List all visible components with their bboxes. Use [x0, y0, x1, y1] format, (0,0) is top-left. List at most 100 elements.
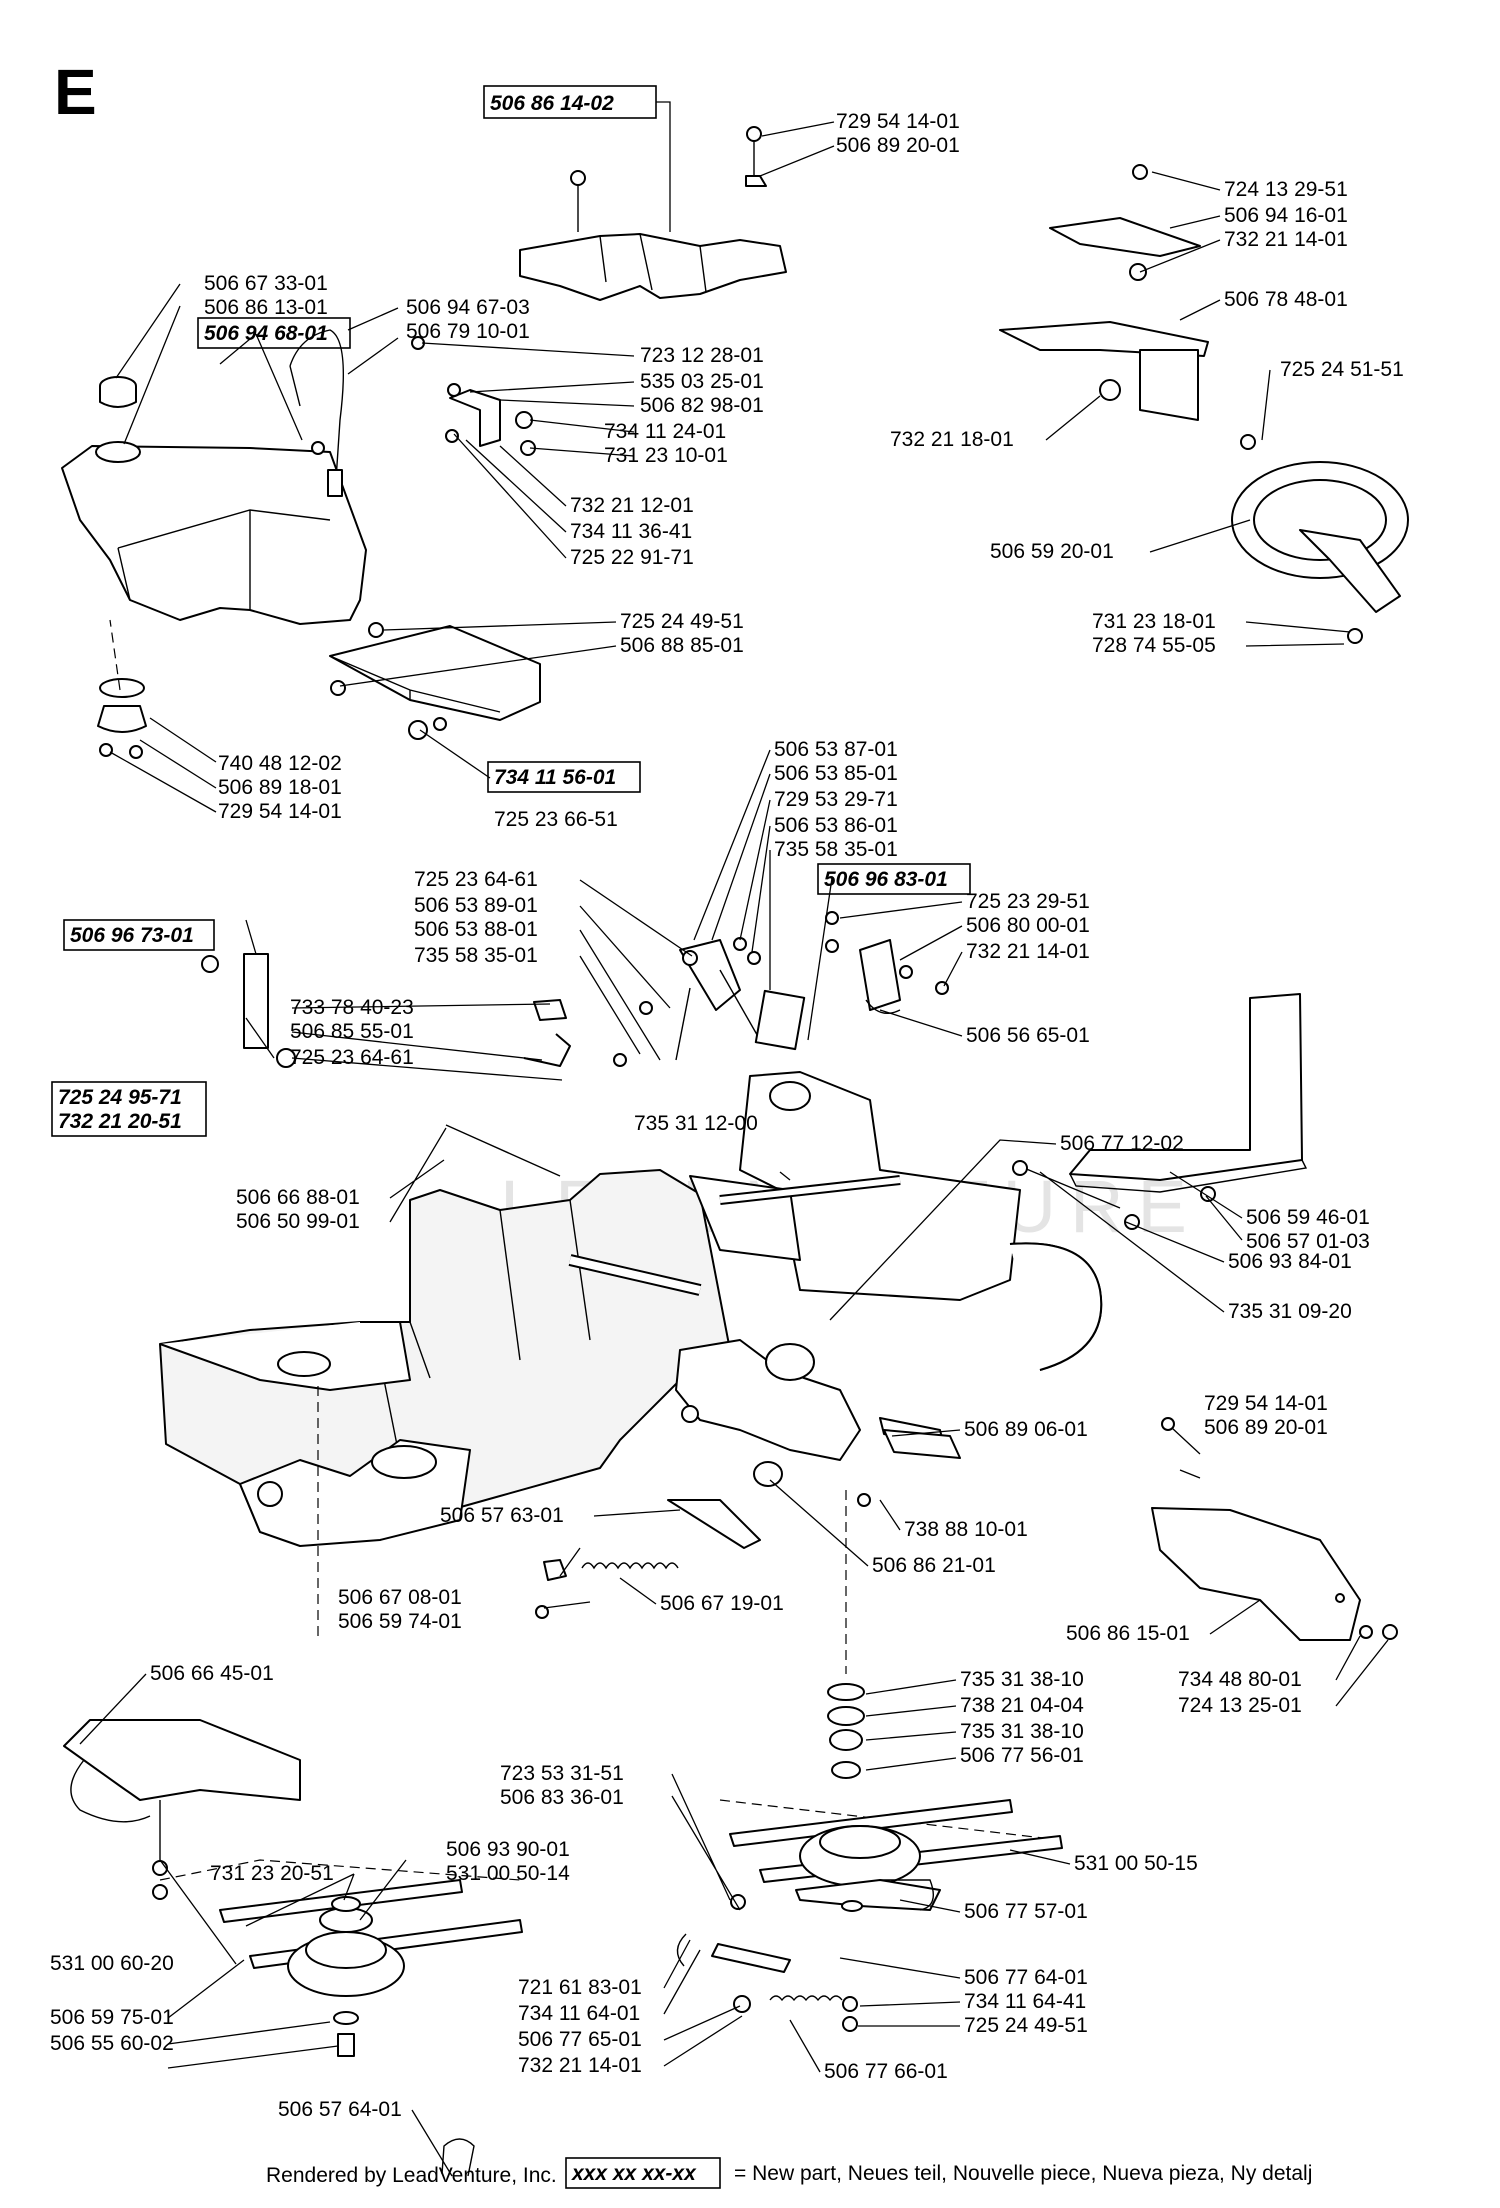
part-label: 506 83 36-01: [500, 1786, 624, 1809]
part-label: 506 85 55-01: [290, 1020, 414, 1043]
part-label: 506 57 64-01: [278, 2098, 402, 2121]
part-label: 734 11 24-01: [604, 420, 726, 443]
part-label: 506 59 74-01: [338, 1610, 462, 1633]
part-label: 728 74 55-05: [1092, 634, 1216, 657]
part-label: 725 24 49-51: [964, 2014, 1088, 2037]
part-label: 531 00 50-14: [446, 1862, 570, 1885]
part-label: 725 23 64-61: [290, 1046, 414, 1069]
part-label: 732 21 14-01: [966, 940, 1090, 963]
part-label: 735 31 38-10: [960, 1720, 1084, 1743]
part-label: 734 11 36-41: [570, 520, 692, 543]
part-label: 506 77 66-01: [824, 2060, 948, 2083]
part-label: 506 59 20-01: [990, 540, 1114, 563]
part-label: 729 54 14-01: [836, 110, 960, 133]
part-label: 506 50 99-01: [236, 1210, 360, 1233]
part-label: 732 21 14-01: [1224, 228, 1348, 251]
part-label: 734 11 64-41: [964, 1990, 1086, 2013]
part-label: 506 59 46-01: [1246, 1206, 1370, 1229]
part-label: 506 53 86-01: [774, 814, 898, 837]
part-label: 734 11 56-01: [494, 766, 616, 789]
part-label: 506 82 98-01: [640, 394, 764, 417]
part-label: 506 88 85-01: [620, 634, 744, 657]
part-label: 506 96 83-01: [824, 868, 948, 891]
part-label: 506 66 45-01: [150, 1662, 274, 1685]
part-label: 732 21 18-01: [890, 428, 1014, 451]
part-label: 506 94 67-03: [406, 296, 530, 319]
part-label: 721 61 83-01: [518, 1976, 642, 1999]
part-label: 732 21 20-51: [58, 1110, 182, 1133]
part-label: 725 24 49-51: [620, 610, 744, 633]
part-label: 506 89 18-01: [218, 776, 342, 799]
part-label: 506 89 20-01: [1204, 1416, 1328, 1439]
part-label: 734 11 64-01: [518, 2002, 640, 2025]
part-label: 506 89 06-01: [964, 1418, 1088, 1441]
section-letter: E: [54, 56, 97, 128]
part-label: 729 53 29-71: [774, 788, 898, 811]
part-label: 506 86 13-01: [204, 296, 328, 319]
part-label: 535 03 25-01: [640, 370, 764, 393]
part-label: 506 93 90-01: [446, 1838, 570, 1861]
part-label: 735 58 35-01: [774, 838, 898, 861]
part-label: 732 21 12-01: [570, 494, 694, 517]
part-label: 725 23 29-51: [966, 890, 1090, 913]
part-label: 506 96 73-01: [70, 924, 194, 947]
part-label: 506 67 33-01: [204, 272, 328, 295]
part-label: 506 86 14-02: [490, 92, 614, 115]
part-label: 506 55 60-02: [50, 2032, 174, 2055]
part-label: 506 86 21-01: [872, 1554, 996, 1577]
part-label: 506 77 64-01: [964, 1966, 1088, 1989]
part-label: 506 89 20-01: [836, 134, 960, 157]
part-label: 506 94 68-01: [204, 322, 328, 345]
part-label: 740 48 12-02: [218, 752, 342, 775]
part-label: 723 12 28-01: [640, 344, 764, 367]
part-label: 729 54 14-01: [218, 800, 342, 823]
part-label: 506 93 84-01: [1228, 1250, 1352, 1273]
part-label: 506 67 19-01: [660, 1592, 784, 1615]
part-label: 506 77 65-01: [518, 2028, 642, 2051]
part-label: 506 53 88-01: [414, 918, 538, 941]
part-label: 725 23 66-51: [494, 808, 618, 831]
part-label: 738 88 10-01: [904, 1518, 1028, 1541]
part-label: 506 77 56-01: [960, 1744, 1084, 1767]
leader-lines: [79, 101, 1389, 2177]
part-label: 506 86 15-01: [1066, 1622, 1190, 1645]
part-labels: 506 86 14-02 729 54 14-01 506 89 20-01 7…: [50, 92, 1404, 2121]
part-label: 506 53 85-01: [774, 762, 898, 785]
part-label: 732 21 14-01: [518, 2054, 642, 2077]
footer-credit: Rendered by LeadVenture, Inc.: [266, 2164, 557, 2187]
footer: Rendered by LeadVenture, Inc. xxx xx xx-…: [266, 2162, 1312, 2187]
part-label: 531 00 60-20: [50, 1952, 174, 1975]
part-label: 506 53 87-01: [774, 738, 898, 761]
part-label: 725 22 91-71: [570, 546, 694, 569]
part-label: 729 54 14-01: [1204, 1392, 1328, 1415]
part-label: 725 24 95-71: [58, 1086, 182, 1109]
part-label: 506 56 65-01: [966, 1024, 1090, 1047]
part-label: 738 21 04-04: [960, 1694, 1084, 1717]
part-label: 506 79 10-01: [406, 320, 530, 343]
part-label: 735 31 12-00: [634, 1112, 758, 1135]
part-label: 506 77 12-02: [1060, 1132, 1184, 1155]
part-label: 531 00 50-15: [1074, 1852, 1198, 1875]
part-label: 735 58 35-01: [414, 944, 538, 967]
part-label: 506 78 48-01: [1224, 288, 1348, 311]
part-label: 506 53 89-01: [414, 894, 538, 917]
new-part-boxes: [51, 85, 971, 2189]
part-label: 731 23 10-01: [604, 444, 728, 467]
part-label: 506 67 08-01: [338, 1586, 462, 1609]
part-label: 733 78 40-23: [290, 996, 414, 1019]
part-label: 725 24 51-51: [1280, 358, 1404, 381]
part-label: 506 57 01-03: [1246, 1230, 1370, 1253]
part-label: 725 23 64-61: [414, 868, 538, 891]
part-label: 731 23 20-51: [210, 1862, 334, 1885]
part-label: 731 23 18-01: [1092, 610, 1216, 633]
part-label: 506 57 63-01: [440, 1504, 564, 1527]
part-label: 506 77 57-01: [964, 1900, 1088, 1923]
part-label: 506 59 75-01: [50, 2006, 174, 2029]
part-label: 734 48 80-01: [1178, 1668, 1302, 1691]
part-label: 724 13 25-01: [1178, 1694, 1302, 1717]
legend-sample: xxx xx xx-xx: [571, 2162, 697, 2185]
part-label: 735 31 38-10: [960, 1668, 1084, 1691]
legend-text: = New part, Neues teil, Nouvelle piece, …: [734, 2162, 1312, 2185]
part-label: 723 53 31-51: [500, 1762, 624, 1785]
